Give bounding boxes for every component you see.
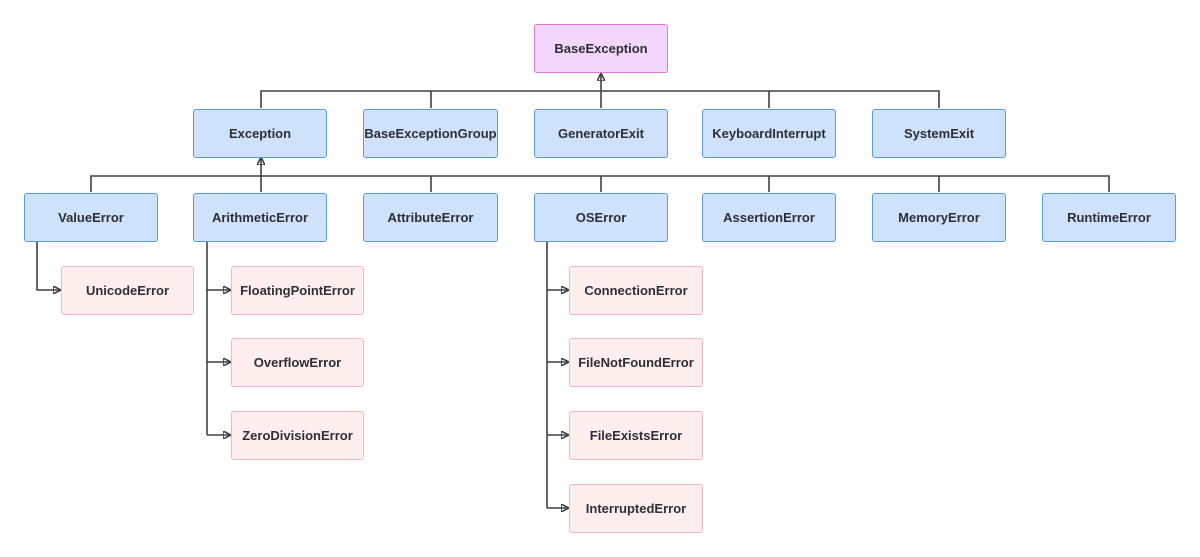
node-label: SystemExit bbox=[903, 126, 975, 141]
node-label: FileNotFoundError bbox=[578, 355, 694, 370]
node-unicodeerror[interactable]: UnicodeError bbox=[61, 266, 194, 315]
node-label: AttributeError bbox=[387, 210, 474, 225]
node-arithmeticerror[interactable]: ArithmeticError bbox=[193, 193, 327, 242]
node-keyboardinterrupt[interactable]: KeyboardInterrupt bbox=[702, 109, 836, 158]
node-label: BaseExceptionGroup bbox=[364, 126, 497, 141]
node-baseexceptiongroup[interactable]: BaseExceptionGroup bbox=[363, 109, 498, 158]
node-label: ArithmeticError bbox=[211, 210, 309, 225]
node-label: AssertionError bbox=[723, 210, 815, 225]
node-attributeerror[interactable]: AttributeError bbox=[363, 193, 498, 242]
node-overflowerror[interactable]: OverflowError bbox=[231, 338, 364, 387]
node-label: ConnectionError bbox=[584, 283, 688, 298]
node-label: InterruptedError bbox=[585, 501, 687, 516]
node-label: BaseException bbox=[554, 41, 648, 56]
node-label: RuntimeError bbox=[1067, 210, 1151, 225]
node-label: OverflowError bbox=[253, 355, 342, 370]
node-memoryerror[interactable]: MemoryError bbox=[872, 193, 1006, 242]
node-label: GeneratorExit bbox=[558, 126, 644, 141]
node-zerodivisionerror[interactable]: ZeroDivisionError bbox=[231, 411, 364, 460]
node-connectionerror[interactable]: ConnectionError bbox=[569, 266, 703, 315]
node-systemexit[interactable]: SystemExit bbox=[872, 109, 1006, 158]
connector-level2-bus bbox=[90, 175, 1110, 192]
node-oserror[interactable]: OSError bbox=[534, 193, 668, 242]
node-label: OSError bbox=[575, 210, 627, 225]
connector-value-children bbox=[36, 242, 60, 290]
node-label: ValueError bbox=[58, 210, 124, 225]
node-runtimeerror[interactable]: RuntimeError bbox=[1042, 193, 1176, 242]
node-filenotfounderror[interactable]: FileNotFoundError bbox=[569, 338, 703, 387]
node-generatorexit[interactable]: GeneratorExit bbox=[534, 109, 668, 158]
node-label: Exception bbox=[228, 126, 292, 141]
node-exception[interactable]: Exception bbox=[193, 109, 327, 158]
node-label: KeyboardInterrupt bbox=[712, 126, 826, 141]
node-label: FloatingPointError bbox=[240, 283, 355, 298]
node-label: MemoryError bbox=[898, 210, 980, 225]
node-assertionerror[interactable]: AssertionError bbox=[702, 193, 836, 242]
node-floatingpointerror[interactable]: FloatingPointError bbox=[231, 266, 364, 315]
node-label: UnicodeError bbox=[85, 283, 170, 298]
node-label: FileExistsError bbox=[589, 428, 683, 443]
node-valueerror[interactable]: ValueError bbox=[24, 193, 158, 242]
node-baseexception[interactable]: BaseException bbox=[534, 24, 668, 73]
node-label: ZeroDivisionError bbox=[242, 428, 353, 443]
connector-level1-bus bbox=[260, 90, 940, 108]
node-fileexistserror[interactable]: FileExistsError bbox=[569, 411, 703, 460]
node-interruptederror[interactable]: InterruptedError bbox=[569, 484, 703, 533]
